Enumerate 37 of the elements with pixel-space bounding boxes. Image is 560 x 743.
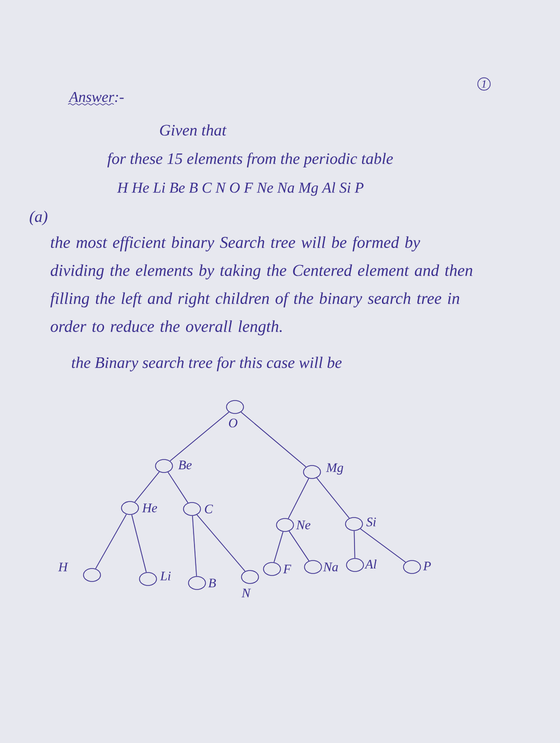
node-label: O (228, 418, 238, 428)
node-label: Li (160, 572, 171, 580)
node-label: Na (323, 562, 338, 572)
node-label: Be (178, 460, 192, 470)
tree-edge (288, 478, 310, 519)
tree-edge (240, 412, 306, 468)
tree-edge (95, 514, 127, 570)
tree-edge (168, 472, 188, 504)
element-list: H He Li Be B C N O F Ne Na Mg Al Si P (117, 182, 364, 196)
text-line: the Binary search tree for this case will be (72, 356, 342, 372)
text-line: for these 15 elements from the periodic table (107, 152, 393, 168)
node-label: N (242, 588, 251, 598)
node-label: P (423, 562, 431, 570)
node-label: Si (366, 518, 376, 526)
text-line: Given that (160, 124, 227, 136)
circled-number: 1 (477, 77, 491, 91)
node-label: He (142, 504, 158, 512)
tree-edge (360, 528, 406, 563)
node-label: Mg (326, 463, 344, 475)
tree-edge (170, 412, 230, 462)
tree-edge (192, 516, 197, 577)
tree-edge (354, 530, 356, 558)
tree-edge (134, 471, 160, 503)
tree-edge (288, 530, 310, 562)
part-label: (a) (30, 210, 48, 226)
heading: Answer:- (68, 92, 124, 102)
tree-edge (131, 514, 147, 573)
tree-edge (316, 477, 350, 519)
node-label: Al (364, 560, 376, 569)
node-label: F (283, 564, 292, 574)
node-label: Ne (296, 520, 310, 530)
node-label: B (208, 578, 216, 588)
node-label: C (204, 504, 213, 514)
tree-edge (274, 531, 284, 563)
tree-edge (196, 514, 246, 572)
paragraph: the most efficient binary Search tree will be formed by dividing the elements by taking the Centered element and then filling the left and right children of the binary search tree in order to reduce the overall length. (50, 236, 472, 336)
node-label: H (58, 562, 68, 572)
